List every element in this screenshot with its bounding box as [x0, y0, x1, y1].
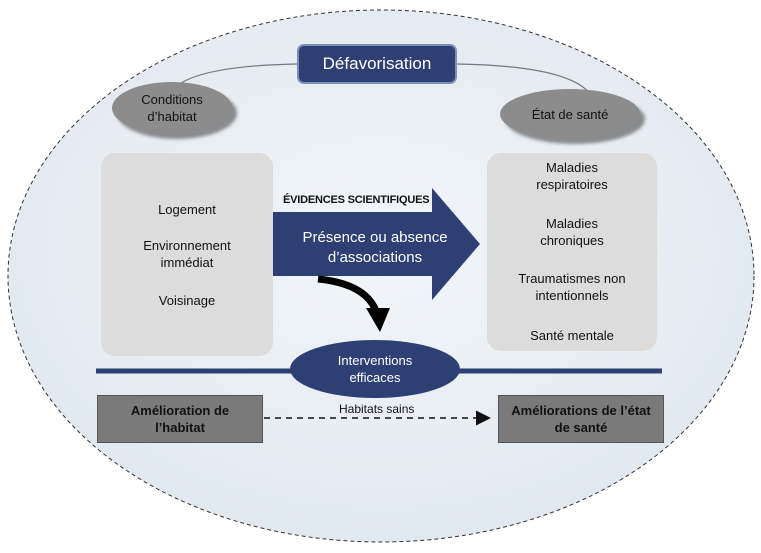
habitat-improvement-box: Amélioration de l’habitat — [97, 395, 263, 443]
evidence-label: ÉVIDENCES SCIENTIFIQUES — [283, 194, 430, 206]
panel-item-chronic: Maladies chroniques — [540, 216, 604, 248]
panel-item-mental-health: Santé mentale — [530, 328, 614, 343]
health-state-text: État de santé — [531, 106, 609, 122]
curved-arrow-head — [366, 308, 390, 332]
habitat-improvement-text: Amélioration de l’habitat — [130, 403, 230, 435]
deprivation-title: Défavorisation — [297, 44, 457, 84]
panel-item-neighbourhood: Voisinage — [158, 293, 216, 308]
health-panel: Maladies respiratoires Maladies chroniqu… — [487, 153, 657, 351]
panel-item-housing: Logement — [158, 202, 216, 217]
interventions-text: Interventions efficaces — [337, 353, 413, 385]
housing-conditions-text: Conditions d’habitat — [141, 92, 203, 124]
panel-item-immediate-environment: Environnement immédiat — [143, 238, 231, 270]
deprivation-title-text: Défavorisation — [322, 54, 432, 73]
arrow-text: Présence ou absence d’associations — [302, 229, 448, 266]
housing-conditions-oval: Conditions d’habitat — [112, 82, 232, 134]
health-improvement-text: Améliorations de l’état de santé — [511, 403, 651, 435]
health-state-oval: État de santé — [500, 89, 640, 139]
interventions-oval: Interventions efficaces — [290, 340, 460, 398]
panel-item-injuries: Traumatismes non intentionnels — [518, 271, 626, 303]
health-improvement-box: Améliorations de l’état de santé — [498, 395, 664, 443]
healthy-habitats-label: Habitats sains — [339, 402, 415, 416]
housing-panel: Logement Environnement immédiat Voisinag… — [101, 153, 273, 356]
evidence-arrow — [250, 188, 480, 300]
panel-item-respiratory: Maladies respiratoires — [536, 160, 608, 192]
